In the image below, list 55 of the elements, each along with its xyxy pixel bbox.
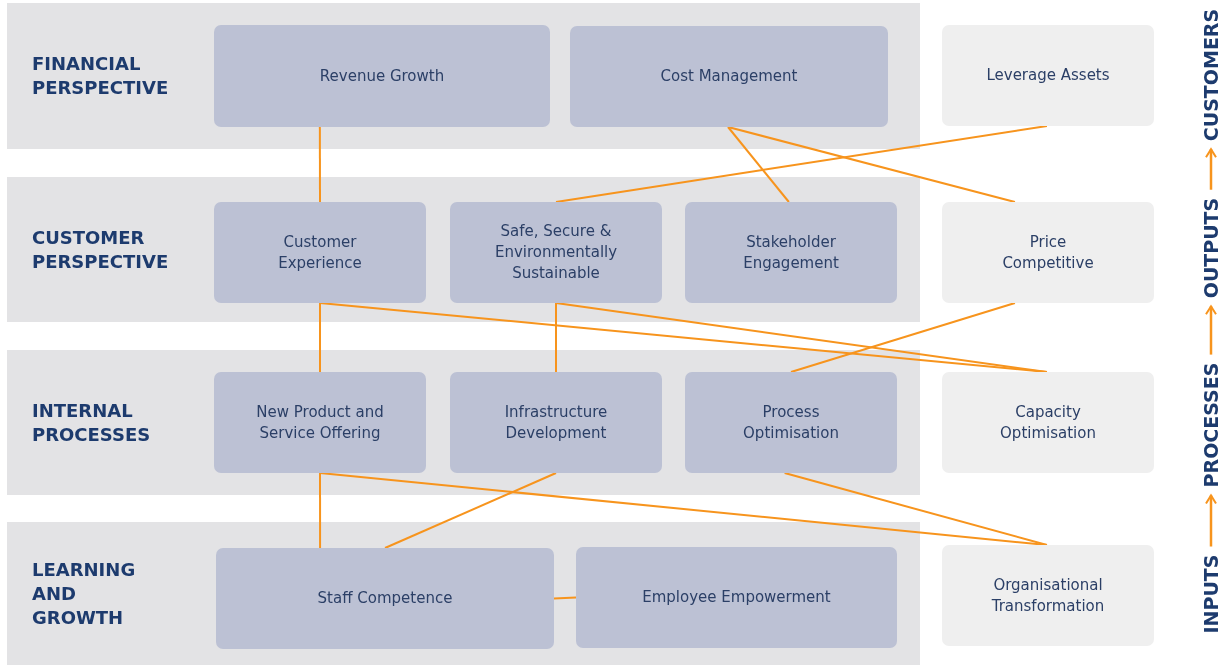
objective-text: Customer Experience	[277, 231, 363, 274]
objective-box	[450, 372, 662, 473]
perspective-heading: INTERNAL PROCESSES	[32, 398, 152, 447]
arrow	[1205, 148, 1217, 190]
perspective-heading: LEARNING AND GROWTH	[32, 557, 137, 630]
connector-line	[727, 126, 1016, 203]
objective-text: Leverage Assets	[986, 65, 1110, 86]
connector-line	[555, 302, 557, 373]
perspective-band	[7, 3, 920, 149]
connector-line	[555, 125, 1048, 203]
objective-box	[942, 25, 1154, 126]
perspective-band	[7, 522, 920, 665]
objective-text: Staff Competence	[317, 588, 453, 609]
objective-box	[942, 372, 1154, 473]
arrow	[1205, 494, 1217, 547]
arrow	[1205, 305, 1217, 355]
objective-text: Process Optimisation	[742, 401, 840, 444]
stage-label: INPUTS	[1200, 554, 1222, 634]
objective-box	[685, 372, 897, 473]
perspective-band	[7, 350, 920, 495]
objective-text: Employee Empowerment	[642, 587, 831, 608]
connector-line	[319, 472, 322, 549]
connector-line	[790, 302, 1016, 373]
connector-line	[319, 302, 321, 373]
perspective-heading: CUSTOMER PERSPECTIVE	[32, 225, 170, 274]
objective-box	[216, 548, 554, 649]
connector-line	[783, 472, 1048, 546]
connector-line	[318, 126, 321, 203]
stage-label: PROCESSES	[1200, 362, 1222, 488]
objective-box	[685, 202, 897, 303]
stage-label: CUSTOMERS	[1200, 8, 1222, 142]
objective-text: Safe, Secure & Environmentally Sustainable	[493, 221, 619, 284]
objective-text: Infrastructure Development	[503, 401, 609, 444]
objective-box	[942, 202, 1154, 303]
stage-label: OUTPUTS	[1200, 197, 1222, 299]
objective-text: Revenue Growth	[319, 65, 445, 87]
objective-box	[570, 26, 888, 127]
objective-text: Price Competitive	[1001, 231, 1095, 274]
connector-line	[727, 126, 790, 203]
objective-box	[942, 545, 1154, 646]
connector-line	[384, 472, 557, 549]
objective-box	[214, 202, 426, 303]
objective-box	[214, 372, 426, 473]
objective-box	[450, 202, 662, 303]
connector-line	[553, 596, 577, 600]
perspective-heading: FINANCIAL PERSPECTIVE	[32, 52, 170, 100]
objective-box	[214, 25, 550, 127]
objective-text: Organisational Transformation	[990, 574, 1106, 617]
connector-line	[555, 302, 1048, 373]
objective-text: New Product and Service Offering	[255, 401, 385, 444]
objective-box	[576, 547, 897, 648]
objective-text: Capacity Optimisation	[999, 401, 1097, 444]
objective-text: Stakeholder Engagement	[742, 231, 840, 274]
objective-text: Cost Management	[660, 66, 798, 87]
perspective-band	[7, 177, 920, 322]
